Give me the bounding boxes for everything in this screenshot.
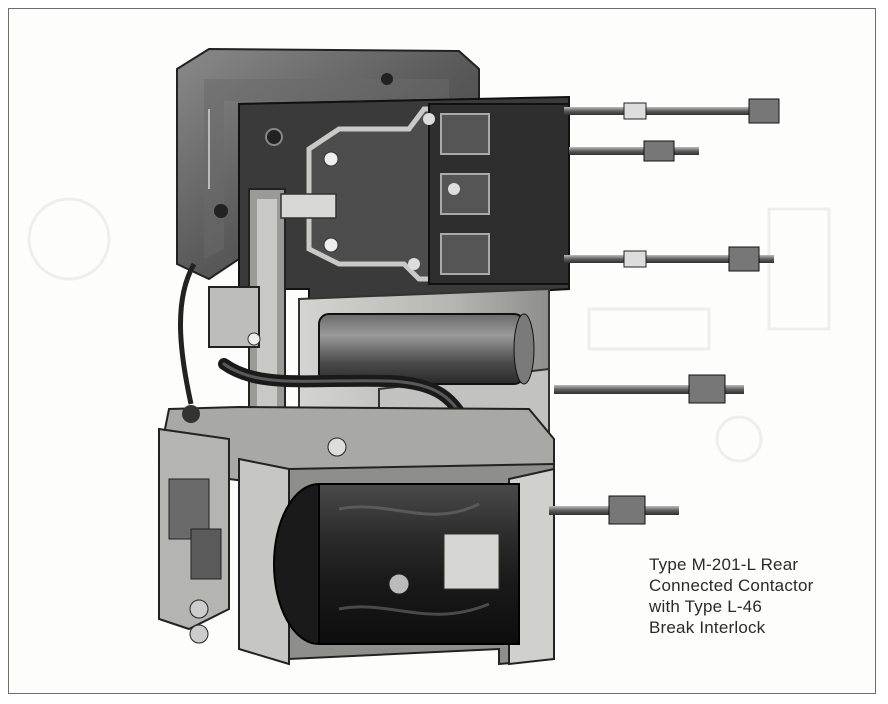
operating-coil (273, 483, 520, 645)
figure-frame: Type M-201-L Rear Connected Contactor wi… (8, 8, 876, 694)
figure-caption: Type M-201-L Rear Connected Contactor wi… (649, 554, 874, 638)
background-ghost-shapes (27, 197, 831, 463)
armature-cylinder (318, 313, 535, 385)
rear-housing (176, 47, 480, 281)
caption-line: with Type L-46 (649, 597, 763, 616)
caption-line: Type M-201-L Rear (649, 555, 799, 574)
caption-line: Connected Contactor (649, 576, 814, 595)
contactor-illustration (27, 47, 831, 666)
terminal-studs (549, 98, 780, 525)
flex-lead (178, 262, 197, 405)
contact-assembly (238, 95, 570, 310)
caption-line: Break Interlock (649, 618, 766, 637)
